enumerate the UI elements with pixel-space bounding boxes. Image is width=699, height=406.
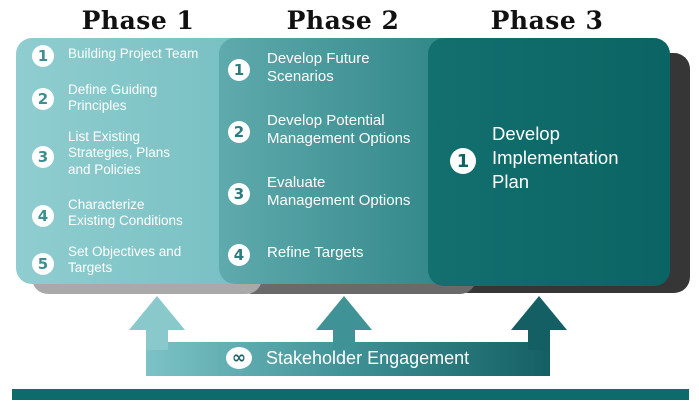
step-number-badge: 3 bbox=[228, 183, 250, 205]
step-label: List Existing Strategies, Plans and Poli… bbox=[68, 129, 171, 177]
phase-2-panel bbox=[219, 38, 459, 284]
phase-3-step-1: 1 Develop Implementation Plan bbox=[450, 122, 618, 194]
step-label: Develop Future Scenarios bbox=[267, 50, 370, 86]
step-number-badge: 1 bbox=[32, 45, 54, 67]
phase-1-step-5: 5 Set Objectives and Targets bbox=[32, 243, 181, 277]
phase-1-step-1: 1 Building Project Team bbox=[32, 45, 198, 67]
arrow-phase-3 bbox=[511, 296, 567, 350]
step-number-badge: 1 bbox=[228, 59, 250, 81]
phase-1-panel bbox=[16, 38, 256, 284]
step-label: Develop Potential Management Options bbox=[267, 112, 411, 148]
phase-3-title: Phase 3 bbox=[490, 6, 604, 35]
step-number-badge: 5 bbox=[32, 253, 54, 275]
phase-1-title: Phase 1 bbox=[81, 6, 195, 35]
phase-2-title: Phase 2 bbox=[286, 6, 400, 35]
step-number-badge: 1 bbox=[450, 148, 476, 174]
arrow-phase-2 bbox=[316, 296, 372, 350]
phase-2-step-3: 3 Evaluate Management Options bbox=[228, 174, 410, 211]
stakeholder-label: Stakeholder Engagement bbox=[266, 347, 470, 368]
step-label: Building Project Team bbox=[68, 46, 199, 61]
step-label: Evaluate Management Options bbox=[267, 174, 411, 210]
step-label: Develop Implementation Plan bbox=[492, 123, 619, 193]
step-number-badge: 3 bbox=[32, 146, 54, 168]
phase-2-step-4: 4 Refine Targets bbox=[228, 244, 363, 266]
step-number-badge: 2 bbox=[228, 121, 250, 143]
step-label: Set Objectives and Targets bbox=[68, 244, 182, 276]
step-number-badge: 4 bbox=[32, 205, 54, 227]
step-label: Define Guiding Principles bbox=[68, 82, 158, 114]
bottom-divider bbox=[12, 389, 689, 400]
infinity-icon: ∞ bbox=[226, 347, 252, 369]
phase-1-step-3: 3 List Existing Strategies, Plans and Po… bbox=[32, 128, 170, 178]
phase-1-step-4: 4 Characterize Existing Conditions bbox=[32, 196, 183, 230]
phase-1-step-2: 2 Define Guiding Principles bbox=[32, 81, 157, 115]
step-number-badge: 2 bbox=[32, 88, 54, 110]
step-label: Refine Targets bbox=[267, 244, 364, 261]
stakeholder-engagement: ∞ Stakeholder Engagement bbox=[226, 347, 469, 369]
arrow-phase-1 bbox=[129, 296, 185, 350]
phase-2-step-1: 1 Develop Future Scenarios bbox=[228, 50, 370, 87]
step-number-badge: 4 bbox=[228, 244, 250, 266]
step-label: Characterize Existing Conditions bbox=[68, 197, 183, 229]
phase-2-step-2: 2 Develop Potential Management Options bbox=[228, 112, 410, 149]
